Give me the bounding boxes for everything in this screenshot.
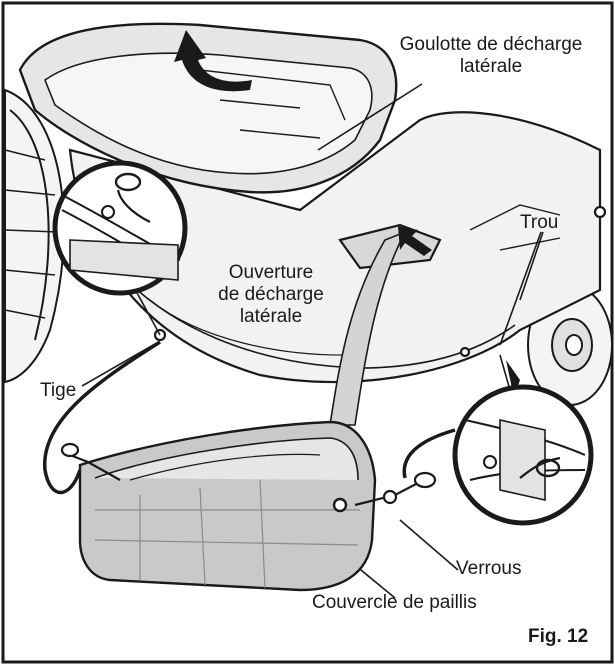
left-tire [4,88,65,384]
figure-number: Fig. 12 [528,626,589,647]
label-rod: Tige [40,380,77,401]
label-side-discharge-opening-line3: latérale [239,306,303,327]
label-side-discharge-chute-line1: Goulotte de décharge [399,34,583,55]
label-latches: Verrous [456,558,522,579]
rod-detail-inset [52,160,188,336]
label-hole: Trou [520,212,559,233]
mulch-cover [78,420,377,592]
raise-chute-arrow [174,30,252,92]
label-side-discharge-opening: Ouverture de décharge latérale [196,262,346,328]
hole-detail-inset [452,354,594,526]
side-discharge-chute [18,22,398,194]
label-side-discharge-chute-line2: latérale [459,56,523,77]
label-mulch-cover: Couvercle de paillis [312,592,477,613]
label-side-discharge-opening-line1: Ouverture [228,262,314,283]
opening-arrow [398,226,432,256]
label-side-discharge-chute: Goulotte de décharge latérale [372,34,610,78]
lanyard-cables [43,340,456,495]
latch-pins [60,442,437,507]
label-side-discharge-opening-line2: de décharge [218,284,324,305]
